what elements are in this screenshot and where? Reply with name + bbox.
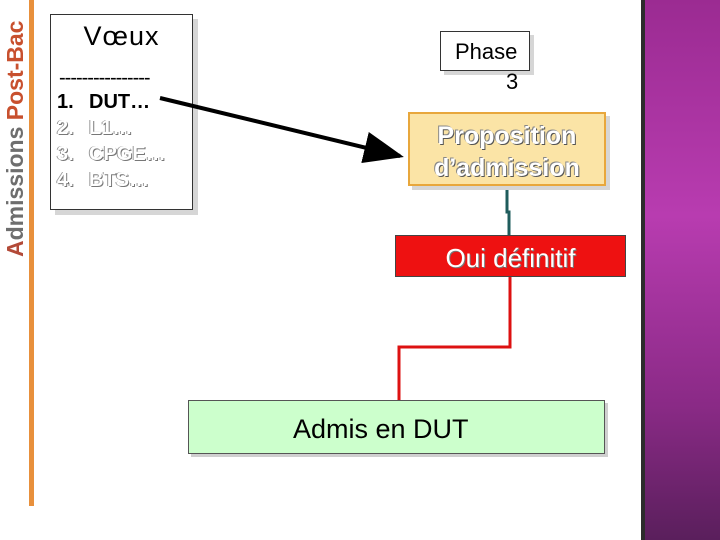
phase-label: Phase <box>455 39 518 64</box>
list-item: 4.BTS… <box>57 169 149 191</box>
list-item: 1.DUT… <box>57 91 151 113</box>
list-item: 3.CPGE… <box>57 143 166 165</box>
phase-box: Phase <box>440 31 530 71</box>
voeux-box: Vœux ---------------- 1.DUT… 2.L1… 3.CPG… <box>50 14 193 210</box>
arrow-voeux-to-proposition <box>159 96 404 164</box>
oui-definitif-label: Oui définitif <box>445 243 576 273</box>
admis-box: Admis en DUT <box>188 400 605 454</box>
sidebar: Admissions Post-Bac <box>0 0 34 506</box>
voeux-separator: ---------------- <box>59 67 151 89</box>
list-item: 2.L1… <box>57 117 133 139</box>
phase-number: 3 <box>506 69 519 94</box>
connector-proposition-to-oui <box>505 186 511 235</box>
voeux-title: Vœux <box>83 21 160 51</box>
proposition-box: Proposition d’admission <box>408 112 606 186</box>
decorative-right-panel <box>641 0 720 540</box>
proposition-text: Proposition d’admission <box>434 122 580 182</box>
voeux-list: 1.DUT… 2.L1… 3.CPGE… 4.BTS… <box>57 89 166 193</box>
connector-oui-to-admis <box>397 277 512 400</box>
oui-definitif-box: Oui définitif <box>395 235 626 277</box>
admis-label: Admis en DUT <box>293 414 469 444</box>
